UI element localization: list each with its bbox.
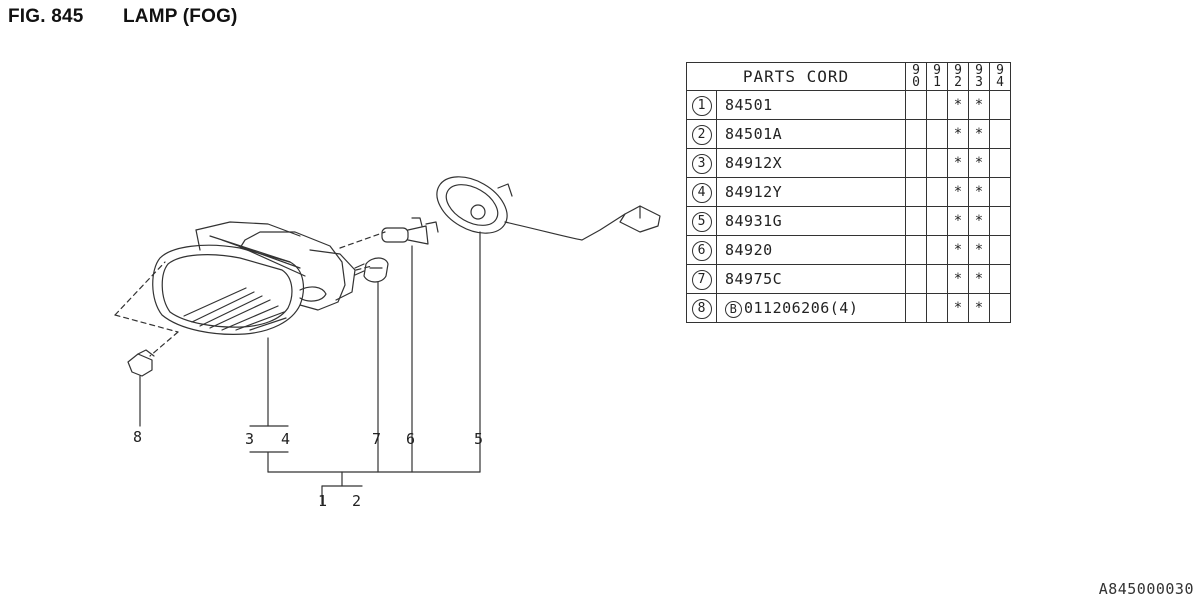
- year-applicability-cell: [926, 90, 948, 120]
- callout-7: 7: [372, 430, 381, 448]
- callout-4: 4: [281, 430, 290, 448]
- row-number: 3: [686, 148, 717, 178]
- socket-illustration: [363, 257, 389, 283]
- year-applicability-cell: [926, 119, 948, 149]
- bolt-prefix-icon: B: [725, 300, 742, 318]
- assembly-guide-lines: [114, 231, 386, 357]
- year-applicability-cell: [905, 206, 927, 236]
- callout-6: 6: [406, 430, 415, 448]
- year-applicability-cell: [905, 177, 927, 207]
- callout-3: 3: [245, 430, 254, 448]
- year-applicability-cell: *: [947, 90, 969, 120]
- part-code: 84912X: [716, 148, 906, 178]
- year-applicability-cell: [905, 293, 927, 323]
- row-number: 7: [686, 264, 717, 294]
- callout-8: 8: [133, 428, 142, 446]
- row-number: 1: [686, 90, 717, 120]
- parts-cord-header: PARTS CORD: [686, 62, 906, 91]
- year-applicability-cell: [989, 264, 1011, 294]
- part-code: 84501: [716, 90, 906, 120]
- figure-number: FIG. 845: [8, 6, 84, 27]
- year-applicability-cell: [989, 293, 1011, 323]
- row-number: 4: [686, 177, 717, 207]
- callout-1: 1: [318, 492, 327, 510]
- row-number: 8: [686, 293, 717, 323]
- year-applicability-cell: *: [968, 206, 990, 236]
- year-applicability-cell: *: [947, 293, 969, 323]
- year-applicability-cell: [905, 148, 927, 178]
- row-number: 6: [686, 235, 717, 265]
- year-applicability-cell: [926, 177, 948, 207]
- year-applicability-cell: *: [947, 264, 969, 294]
- part-code: 84975C: [716, 264, 906, 294]
- year-applicability-cell: [905, 90, 927, 120]
- callout-5: 5: [474, 430, 483, 448]
- drawing-code: A845000030: [1098, 580, 1194, 598]
- year-applicability-cell: [926, 293, 948, 323]
- year-applicability-cell: *: [968, 148, 990, 178]
- year-applicability-cell: [989, 177, 1011, 207]
- year-applicability-cell: *: [968, 293, 990, 323]
- cover-ring-illustration: [436, 176, 661, 241]
- row-number: 5: [686, 206, 717, 236]
- part-code: 84912Y: [716, 177, 906, 207]
- year-applicability-cell: *: [968, 177, 990, 207]
- year-applicability-cell: [926, 148, 948, 178]
- year-applicability-cell: *: [947, 119, 969, 149]
- year-applicability-cell: *: [947, 235, 969, 265]
- year-applicability-cell: [905, 119, 927, 149]
- callout-2: 2: [352, 492, 361, 510]
- year-applicability-cell: [905, 264, 927, 294]
- lamp-housing-illustration: [152, 221, 365, 335]
- year-applicability-cell: *: [968, 90, 990, 120]
- clip-illustration: [127, 349, 155, 377]
- year-applicability-cell: *: [947, 148, 969, 178]
- year-applicability-cell: [989, 119, 1011, 149]
- year-applicability-cell: [989, 90, 1011, 120]
- year-applicability-cell: *: [968, 235, 990, 265]
- year-applicability-cell: [926, 264, 948, 294]
- part-code: 84501A: [716, 119, 906, 149]
- year-applicability-cell: *: [968, 119, 990, 149]
- year-applicability-cell: [926, 206, 948, 236]
- callout-leader-lines: [139, 231, 481, 505]
- year-applicability-cell: *: [947, 206, 969, 236]
- year-applicability-cell: [989, 206, 1011, 236]
- year-applicability-cell: *: [947, 177, 969, 207]
- year-applicability-cell: [905, 235, 927, 265]
- figure-title: LAMP (FOG): [123, 6, 238, 27]
- year-applicability-cell: [926, 235, 948, 265]
- year-applicability-cell: [989, 148, 1011, 178]
- bulb-illustration: [381, 217, 439, 245]
- part-code: 84931G: [716, 206, 906, 236]
- year-applicability-cell: *: [968, 264, 990, 294]
- part-code: 84920: [716, 235, 906, 265]
- row-number: 2: [686, 119, 717, 149]
- year-applicability-cell: [989, 235, 1011, 265]
